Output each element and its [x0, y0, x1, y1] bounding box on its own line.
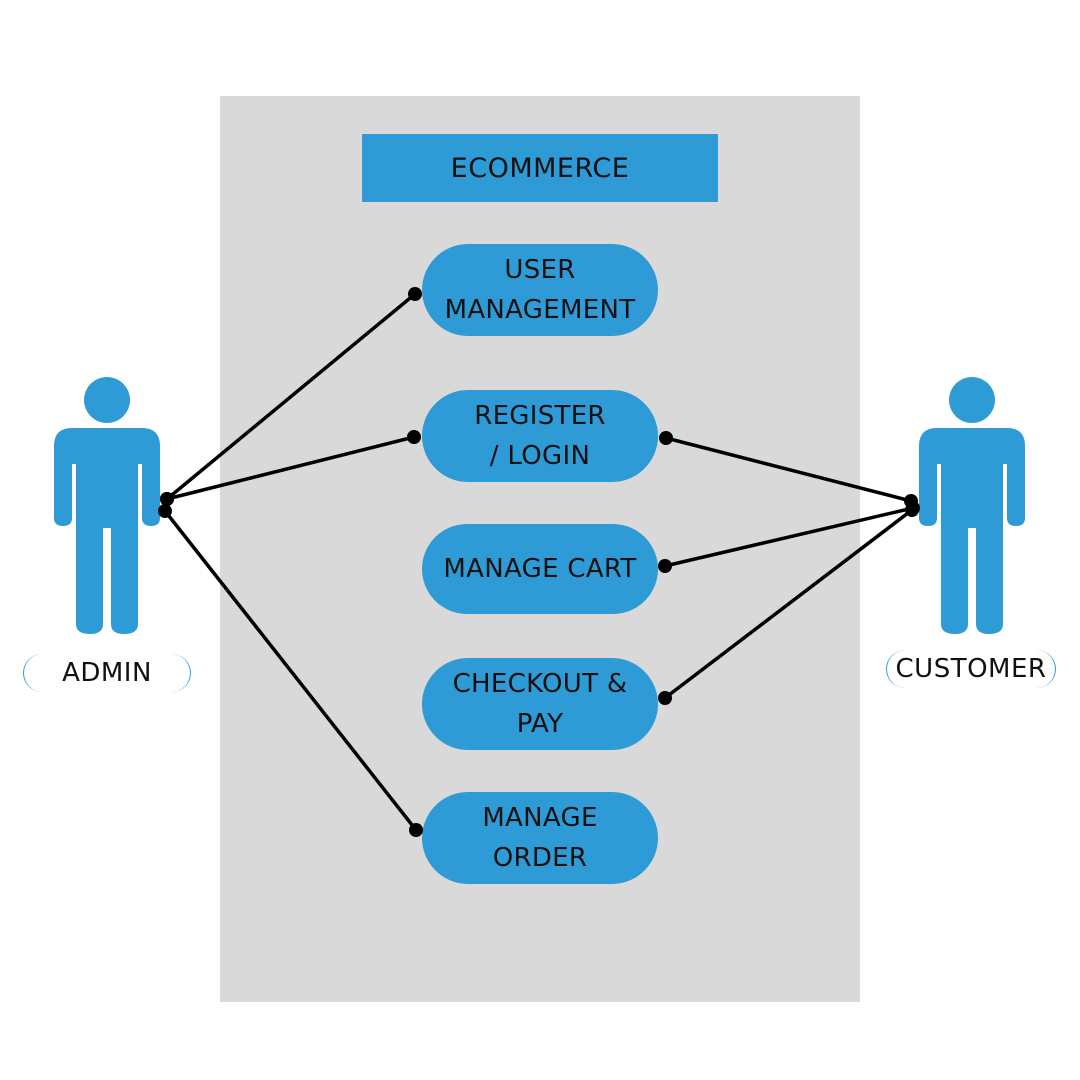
customer-person-icon — [919, 377, 1025, 634]
association-endpoint-admin — [160, 492, 174, 506]
usecase-manage-cart[interactable]: MANAGE CART — [422, 524, 658, 614]
actor-label-customer: CUSTOMER — [886, 650, 1056, 688]
usecase-register-login[interactable]: REGISTER / LOGIN — [422, 390, 658, 482]
actor-label-admin: ADMIN — [23, 654, 191, 692]
usecase-label-line: / LOGIN — [489, 441, 591, 471]
usecase-label-line: CHECKOUT & — [452, 669, 628, 699]
system-title: ECOMMERCE — [362, 134, 718, 202]
usecase-label-line: MANAGE — [482, 803, 598, 833]
association-endpoint-admin — [160, 492, 174, 506]
usecase-checkout-pay[interactable]: CHECKOUT & PAY — [422, 658, 658, 750]
usecase-label-line: MANAGEMENT — [444, 295, 636, 325]
usecase-label-line: MANAGE CART — [443, 554, 637, 584]
usecase-label-line: USER — [504, 255, 576, 285]
admin-person-icon — [54, 377, 160, 634]
usecase-manage-order[interactable]: MANAGE ORDER — [422, 792, 658, 884]
usecase-label-line: ORDER — [492, 843, 588, 873]
usecase-user-management[interactable]: USER MANAGEMENT — [422, 244, 658, 336]
usecase-label-line: PAY — [516, 709, 564, 739]
usecase-label-line: REGISTER — [474, 401, 606, 431]
association-endpoint-customer — [904, 494, 918, 508]
